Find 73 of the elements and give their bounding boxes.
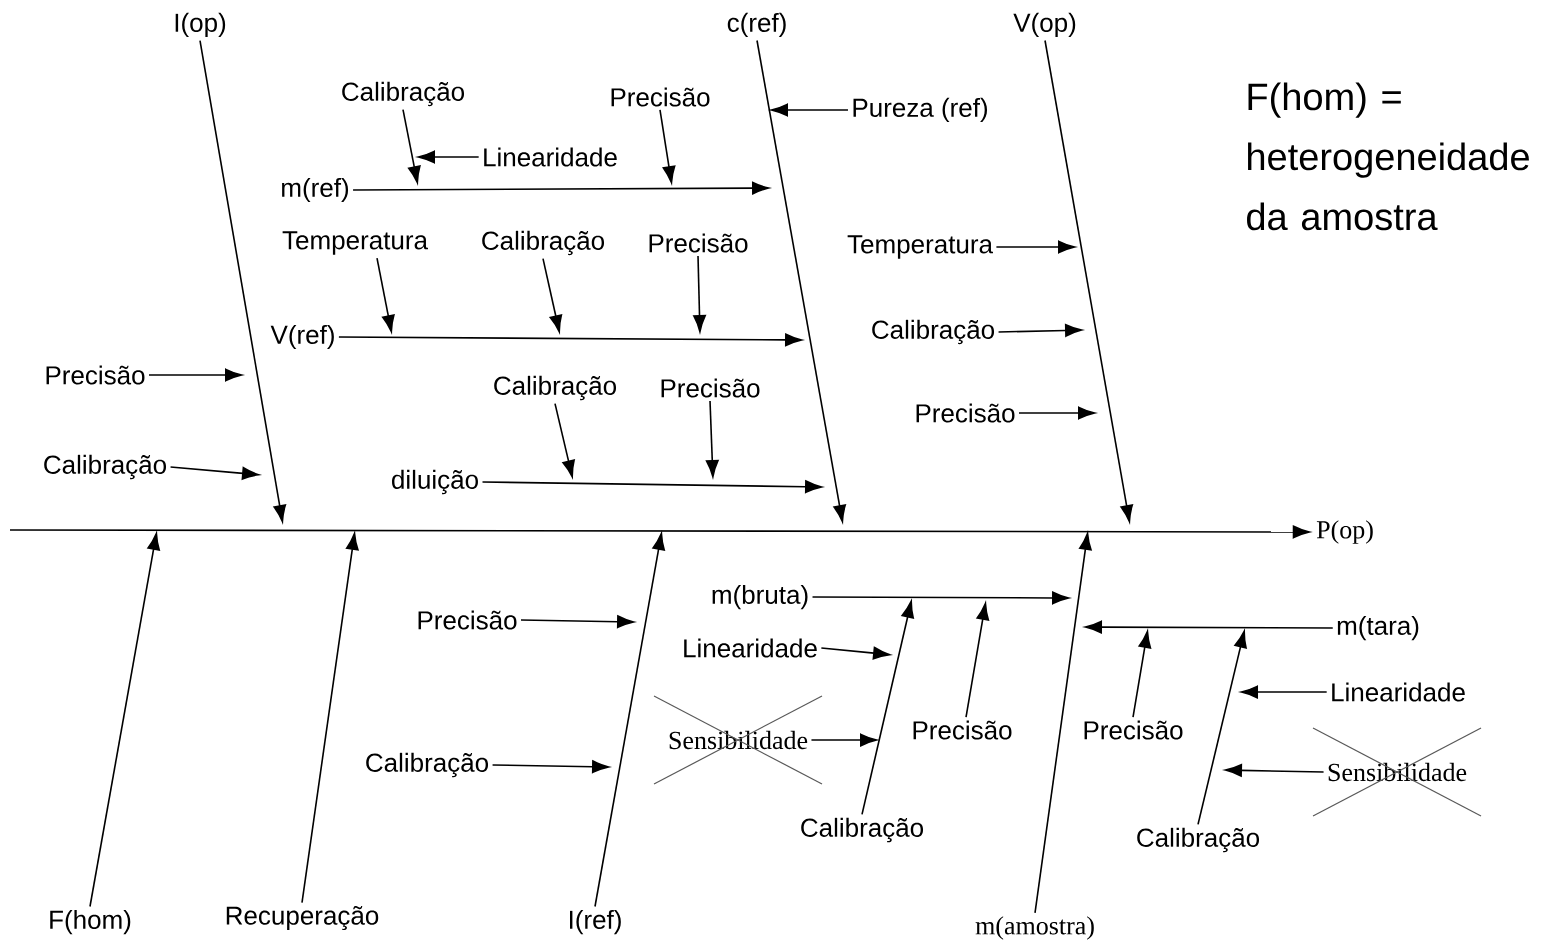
- arrow: [338, 333, 803, 347]
- branch-label: V(ref): [270, 324, 334, 350]
- arrow: [1224, 763, 1325, 777]
- arrow: [594, 532, 665, 908]
- cause-label: Precisão: [611, 87, 710, 107]
- arrow: [1132, 630, 1152, 718]
- arrow: [1018, 406, 1096, 420]
- arrow: [352, 181, 770, 195]
- branch-label: V(op): [1013, 12, 1076, 38]
- note-text: F(hom) = heterogeneidade da amostra: [1247, 82, 1529, 231]
- arrow: [148, 368, 243, 382]
- arrow: [402, 108, 421, 184]
- arrow: [995, 240, 1076, 254]
- spine-arrow: [9, 525, 1310, 539]
- branch-label: Recuperação: [226, 905, 379, 931]
- cause-label: Calibração: [482, 230, 605, 256]
- arrow: [481, 480, 823, 494]
- arrow: [861, 600, 914, 816]
- arrow: [199, 39, 287, 523]
- arrow: [965, 602, 990, 718]
- cause-label: Precisão: [913, 720, 1012, 740]
- cause-label: Calibração: [342, 81, 464, 107]
- arrow: [89, 532, 160, 908]
- arrow: [770, 103, 849, 117]
- branch-label: I(op): [175, 12, 226, 38]
- branch-label: c(ref): [727, 12, 786, 38]
- cause-label: Linearidade: [1332, 682, 1465, 702]
- arrow: [554, 402, 575, 478]
- branch-label: m(bruta): [712, 584, 808, 610]
- arrow: [659, 109, 676, 184]
- arrow: [376, 257, 395, 333]
- cause-label: Precisão: [649, 233, 748, 253]
- branch-label: m(amostra): [975, 916, 1094, 940]
- cause-label: Precisão: [418, 610, 517, 630]
- effect-label: P(op): [1316, 520, 1373, 544]
- branch-label: I(ref): [570, 909, 621, 935]
- arrow: [542, 257, 563, 333]
- cause-label: Precisão: [916, 403, 1015, 423]
- cause-label: Precisão: [661, 378, 760, 398]
- cause-label: Temperatura: [282, 231, 428, 255]
- branch-label: m(tara): [1337, 615, 1419, 641]
- arrow: [693, 255, 706, 333]
- arrow: [997, 324, 1083, 337]
- cause-label: Calibração: [1137, 827, 1260, 853]
- arrow: [810, 733, 878, 747]
- arrow: [820, 646, 891, 660]
- arrow: [756, 39, 846, 523]
- arrow: [811, 591, 1070, 605]
- cause-label: Precisão: [1084, 720, 1183, 740]
- cause-label: Precisão: [46, 365, 145, 385]
- arrow: [491, 760, 610, 774]
- arrow: [1084, 620, 1334, 634]
- arrow: [1197, 630, 1247, 826]
- arrow: [1044, 39, 1134, 523]
- cause-label: Calibração: [44, 454, 166, 480]
- cause-label: Linearidade: [684, 638, 817, 658]
- arrow: [520, 615, 635, 629]
- arrow: [301, 532, 359, 904]
- branch-label: m(ref): [282, 177, 349, 203]
- cause-label: Calibração: [872, 319, 995, 345]
- branch-label: F(hom): [50, 909, 131, 935]
- arrow: [1240, 685, 1328, 699]
- cause-label: Linearidade: [484, 147, 617, 167]
- cause-label: Calibração: [801, 817, 924, 843]
- arrow: [1034, 532, 1092, 914]
- cause-label: Pureza (ref): [853, 97, 987, 123]
- arrow: [169, 466, 260, 480]
- arrow: [417, 150, 480, 164]
- cause-label: Calibração: [366, 752, 488, 778]
- branch-label: diluição: [392, 469, 478, 495]
- arrow: [705, 400, 719, 478]
- cause-label: Temperatura: [847, 235, 993, 259]
- cause-label: Calibração: [494, 375, 617, 401]
